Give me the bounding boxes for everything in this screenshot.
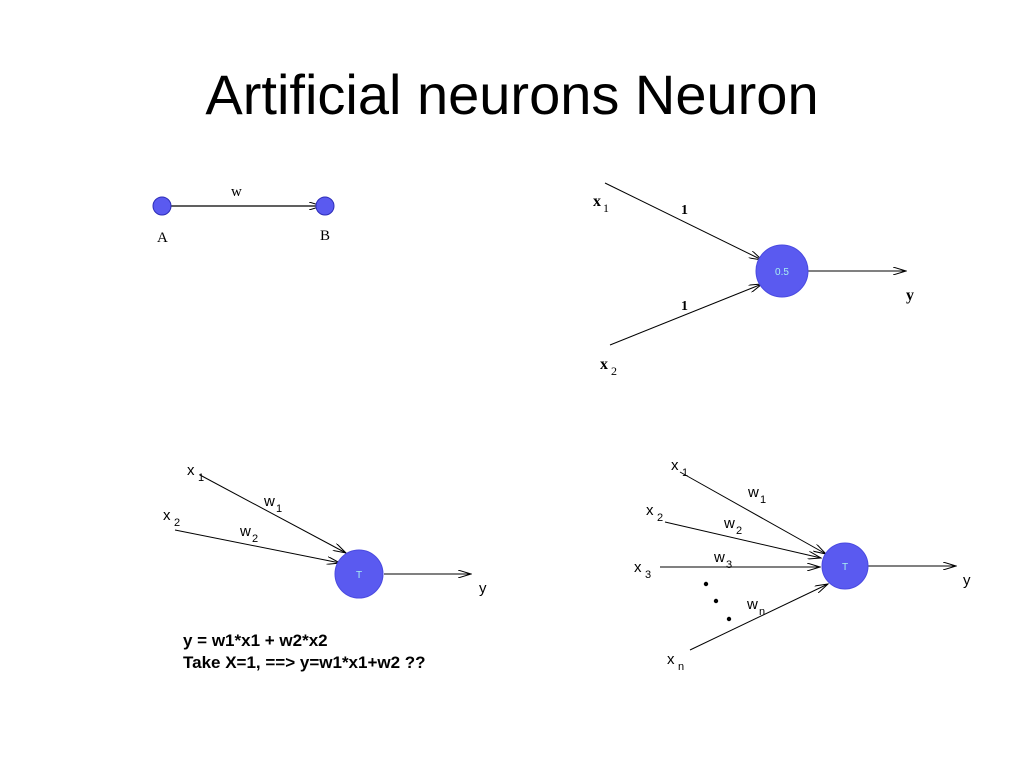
diagram-two-input-neuron: T x 1 x 2 w 1 w 2 y xyxy=(163,462,487,599)
output-y-label: y xyxy=(906,287,914,304)
node-b xyxy=(315,196,335,216)
weight-1-sub: 1 xyxy=(760,494,766,506)
input-x3-sub: 3 xyxy=(645,569,651,581)
input-x1-label: x xyxy=(593,193,601,210)
edge-x1 xyxy=(679,471,826,554)
weight-2-label: w xyxy=(239,523,251,540)
weight-1-sub: 1 xyxy=(276,503,282,515)
input-x2-label: x xyxy=(646,502,654,519)
input-x2-sub: 2 xyxy=(174,517,180,529)
edge-x2 xyxy=(174,529,340,563)
input-x1-sub: 1 xyxy=(198,472,204,484)
formula-block: y = w1*x1 + w2*x2 Take X=1, ==> y=w1*x1+… xyxy=(183,630,426,674)
diagram-a-to-b: w A B xyxy=(152,184,335,246)
weight-n-label: w xyxy=(746,596,758,613)
weight-1-label: w xyxy=(263,493,275,510)
weight-3-sub: 3 xyxy=(726,559,732,571)
weight-1-label: w xyxy=(747,484,759,501)
input-x1-label: x xyxy=(187,462,195,479)
input-x3-label: x xyxy=(634,559,642,576)
threshold-label: T xyxy=(356,570,362,581)
output-y-label: y xyxy=(963,572,971,589)
edge-x2 xyxy=(664,521,821,558)
node-a xyxy=(152,196,172,216)
neuron-node xyxy=(821,542,869,590)
diagram-n-input-neuron: T x 1 x 2 x 3 x n w 1 w 2 w 3 w n y xyxy=(634,457,971,673)
formula-line-1: y = w1*x1 + w2*x2 xyxy=(183,631,328,650)
ellipsis-dot xyxy=(726,616,732,622)
weight-2-sub: 2 xyxy=(252,533,258,545)
neuron-node xyxy=(755,244,809,298)
weight-label: w xyxy=(231,184,242,200)
input-xn-sub: n xyxy=(678,661,684,673)
input-x2-label: x xyxy=(163,507,171,524)
threshold-label: 0.5 xyxy=(775,267,789,278)
weight-n-sub: n xyxy=(759,606,765,618)
weight-2-label: 1 xyxy=(681,299,688,314)
input-x1-sub: 1 xyxy=(603,201,609,215)
formula-line-2: Take X=1, ==> y=w1*x1+w2 ?? xyxy=(183,653,426,672)
weight-1-label: 1 xyxy=(681,203,688,218)
ellipsis-dot xyxy=(703,581,709,587)
node-a-label: A xyxy=(157,230,168,246)
input-x2-sub: 2 xyxy=(657,512,663,524)
weight-2-label: w xyxy=(723,515,735,532)
input-x1-sub: 1 xyxy=(682,467,688,479)
weight-2-sub: 2 xyxy=(736,525,742,537)
edge-x1 xyxy=(199,474,346,553)
edge-xn xyxy=(689,584,828,651)
weight-3-label: w xyxy=(713,549,725,566)
diagram-threshold-neuron: 0.5 x 1 x 2 1 1 y xyxy=(593,182,914,378)
node-b-label: B xyxy=(320,228,330,244)
input-x1-label: x xyxy=(671,457,679,474)
neuron-node xyxy=(334,549,384,599)
input-xn-label: x xyxy=(667,651,675,668)
input-x2-sub: 2 xyxy=(611,364,617,378)
ellipsis-dot xyxy=(713,598,719,604)
edge-x2 xyxy=(609,284,762,346)
input-x2-label: x xyxy=(600,356,608,373)
threshold-label: T xyxy=(842,562,848,573)
edge-x1 xyxy=(604,182,762,260)
page-title: Artificial neurons Neuron xyxy=(205,63,819,126)
output-y-label: y xyxy=(479,580,487,597)
